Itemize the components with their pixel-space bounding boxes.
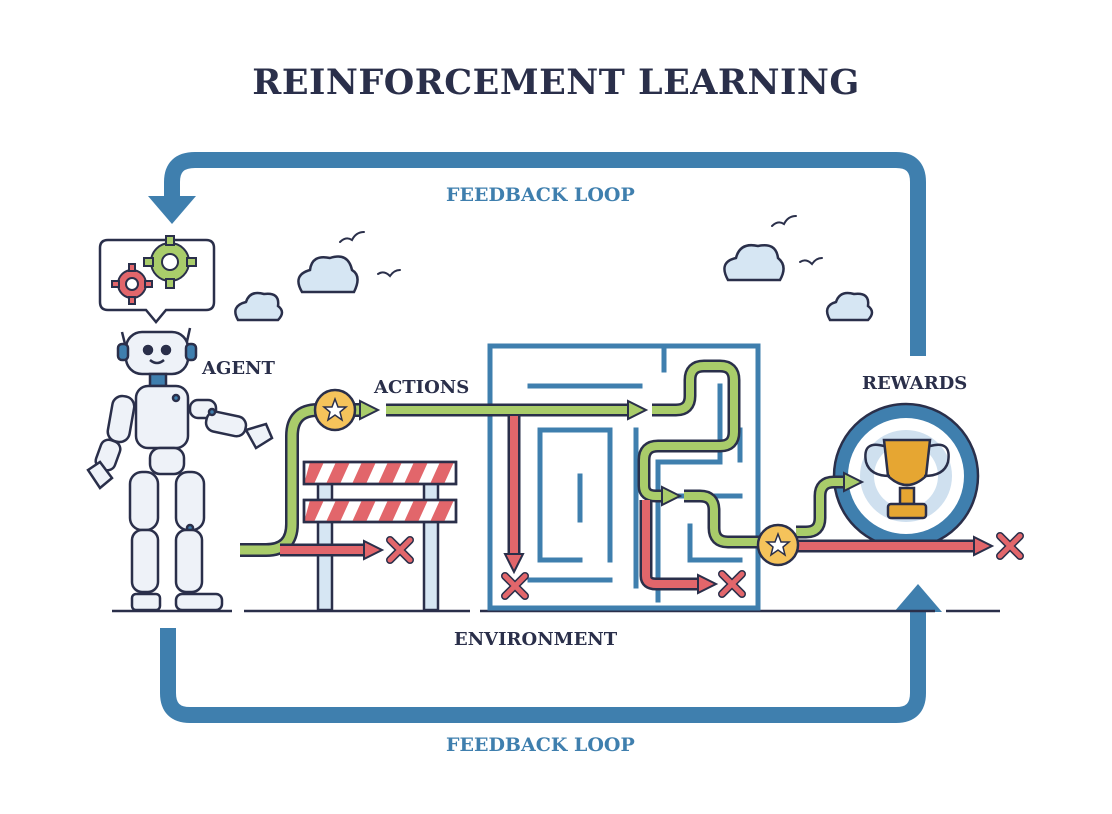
agent-label: AGENT — [202, 358, 275, 379]
feedback-loop-bottom — [160, 612, 926, 723]
barrier-icon — [302, 460, 458, 612]
failed-path-maze-1 — [503, 416, 525, 575]
feedback-loop-bottom-label: FEEDBACK LOOP — [446, 734, 635, 756]
action-path-reward — [796, 471, 865, 539]
x-mark-icon — [386, 536, 414, 564]
gear-icon — [143, 235, 197, 289]
feedback-arrow-down-icon — [148, 196, 196, 224]
failed-path-barrier — [280, 539, 385, 561]
robot-icon — [86, 327, 274, 612]
feedback-loop-top — [164, 152, 926, 356]
rewards-label: REWARDS — [862, 373, 968, 394]
action-path-start — [240, 399, 381, 557]
bird-icon — [339, 215, 823, 278]
failed-path-reward — [796, 535, 995, 557]
action-path-maze — [637, 359, 760, 549]
feedback-loop-top-label: FEEDBACK LOOP — [446, 184, 635, 206]
actions-label: ACTIONS — [374, 377, 470, 398]
gear-icon — [111, 263, 153, 305]
trophy-icon — [864, 438, 950, 520]
cloud-icon — [297, 255, 359, 294]
page-title: REINFORCEMENT LEARNING — [252, 62, 860, 103]
cloud-icon — [234, 291, 284, 322]
action-path-main — [386, 399, 649, 421]
feedback-arrow-up-icon — [894, 584, 942, 612]
star-icon — [756, 523, 800, 567]
cloud-icon — [825, 291, 874, 322]
failed-path-maze-2 — [639, 500, 719, 595]
environment-label: ENVIRONMENT — [454, 629, 618, 650]
cloud-icon — [723, 244, 785, 282]
x-mark-icon — [996, 532, 1024, 560]
x-mark-icon — [501, 572, 529, 600]
x-mark-icon — [718, 570, 746, 598]
star-icon — [313, 388, 357, 432]
maze-icon — [487, 343, 761, 611]
